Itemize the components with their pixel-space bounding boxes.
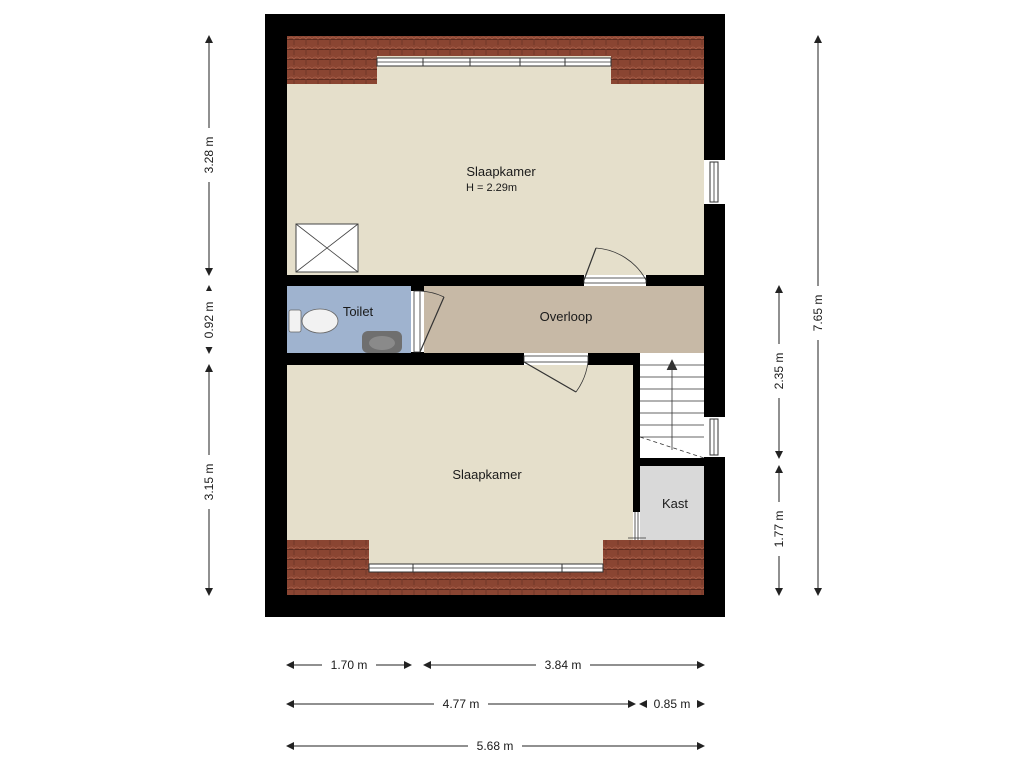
svg-text:1.70 m: 1.70 m [331, 658, 368, 672]
dimension-left-1: 3.28 m [198, 35, 220, 276]
dimension-bottom-1b: 3.84 m [423, 656, 705, 674]
svg-text:3.28 m: 3.28 m [202, 137, 216, 174]
roof-tiles-bottom-mid [369, 572, 603, 595]
door-toilet [411, 290, 445, 353]
svg-text:2.35 m: 2.35 m [772, 353, 786, 390]
room-height-label: H = 2.29m [466, 182, 517, 194]
room-label-toilet: Toilet [343, 304, 374, 319]
dimension-bottom-2a: 4.77 m [286, 695, 636, 713]
door-slaapkamer-bottom [523, 353, 589, 393]
dimension-bottom-1a: 1.70 m [286, 656, 412, 674]
svg-text:0.92 m: 0.92 m [202, 302, 216, 339]
wall-stairwell-left [633, 353, 640, 540]
room-label-overloop: Overloop [540, 309, 593, 324]
roof-tiles-top-right [611, 36, 704, 84]
svg-text:5.68 m: 5.68 m [477, 739, 514, 753]
dimension-right-overall: 7.65 m [807, 35, 829, 596]
door-slaapkamer-top [583, 247, 647, 286]
roof-tiles-top-mid [377, 36, 611, 56]
svg-text:1.77 m: 1.77 m [772, 511, 786, 548]
window-bottom-dormer [368, 563, 604, 573]
dimension-right-inner-1: 2.35 m [768, 285, 790, 459]
window-right-stair [704, 417, 725, 457]
window-top-dormer [376, 57, 612, 67]
svg-text:3.84 m: 3.84 m [545, 658, 582, 672]
sink-icon [362, 331, 402, 353]
roof-tiles-bottom-right [603, 540, 704, 595]
svg-text:7.65 m: 7.65 m [811, 295, 825, 332]
roof-tiles-top-left [287, 36, 377, 84]
wall-upper-horizontal [287, 275, 704, 286]
skylight [295, 223, 359, 273]
room-label-slaapkamer-top: Slaapkamer [466, 164, 536, 179]
dimension-bottom-2b: 0.85 m [639, 695, 705, 713]
dimension-left-3: 3.15 m [198, 364, 220, 596]
dimension-left-2: 0.92 m [198, 285, 220, 354]
svg-text:3.15 m: 3.15 m [202, 464, 216, 501]
svg-text:0.85 m: 0.85 m [654, 697, 691, 711]
room-label-kast: Kast [662, 496, 688, 511]
overloop-floor [424, 286, 704, 353]
staircase [639, 359, 705, 459]
wall-kast-top [640, 458, 704, 466]
dimension-bottom-3: 5.68 m [286, 737, 705, 755]
dimension-right-inner-2: 1.77 m [768, 465, 790, 596]
roof-tiles-bottom-left [287, 540, 369, 595]
door-kast [628, 512, 646, 540]
kast-floor [640, 466, 704, 540]
svg-text:4.77 m: 4.77 m [443, 697, 480, 711]
window-right-top [704, 160, 725, 204]
room-label-slaapkamer-bottom: Slaapkamer [452, 467, 522, 482]
toilet-bowl-icon [288, 308, 339, 334]
